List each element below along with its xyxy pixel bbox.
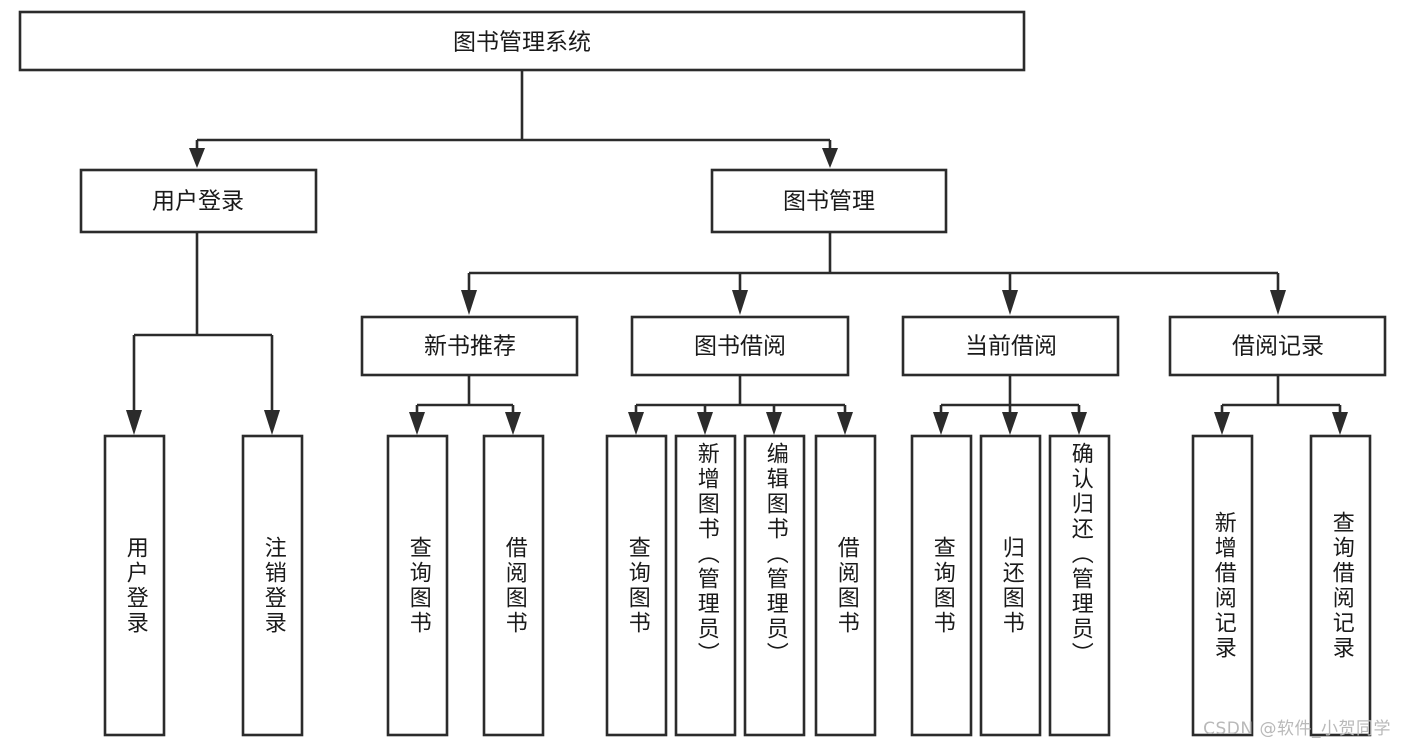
- node-box-leaf-confirm-return-admin[interactable]: [1048, 434, 1111, 737]
- node-box-leaf-query-book-1[interactable]: [386, 434, 449, 737]
- arrow-head-leaf-user-login: [126, 410, 142, 435]
- node-box-root[interactable]: [18, 10, 1026, 72]
- connector-layer: [126, 70, 1348, 435]
- node-label-user-login: 用户登录: [152, 189, 244, 215]
- node-label-borrow-record: 借阅记录: [1232, 334, 1324, 360]
- node-box-book-borrow[interactable]: [630, 315, 850, 377]
- node-box-user-login[interactable]: [79, 168, 318, 234]
- arrow-head-bookborrow-leaf-4: [837, 412, 853, 435]
- node-label-new-book-recommend: 新书推荐: [424, 334, 516, 360]
- node-label-book-borrow: 图书借阅: [694, 334, 786, 360]
- arrow-head-book-manage: [822, 148, 838, 168]
- node-layer: 图书管理系统 用户登录 图书管理 新书推荐 图书借阅 当前借阅 借阅记录: [18, 10, 1387, 737]
- node-box-leaf-borrow-book-1[interactable]: [482, 434, 545, 737]
- arrow-head-new-book: [461, 290, 477, 315]
- node-box-new-book-recommend[interactable]: [360, 315, 579, 377]
- arrow-head-book-borrow: [732, 290, 748, 315]
- arrow-head-bookborrow-leaf-3: [766, 412, 782, 435]
- node-box-leaf-borrow-book-2[interactable]: [814, 434, 877, 737]
- node-box-book-manage[interactable]: [710, 168, 948, 234]
- arrow-head-bookborrow-leaf-1: [628, 412, 644, 435]
- node-label-root: 图书管理系统: [453, 30, 591, 56]
- node-box-leaf-edit-book-admin[interactable]: [743, 434, 806, 737]
- arrow-head-bookborrow-leaf-2: [697, 412, 713, 435]
- arrow-head-current-borrow: [1002, 290, 1018, 315]
- node-box-leaf-query-borrow-record[interactable]: [1309, 434, 1372, 737]
- node-box-leaf-add-book-admin[interactable]: [674, 434, 737, 737]
- arrow-head-newbook-leaf-1: [409, 412, 425, 435]
- arrow-head-borrow-record: [1270, 290, 1286, 315]
- node-box-borrow-record[interactable]: [1168, 315, 1387, 377]
- arrow-head-user-login: [189, 148, 205, 168]
- arrow-head-currentborrow-leaf-3: [1071, 412, 1087, 435]
- arrow-head-leaf-logout: [264, 410, 280, 435]
- watermark-text: CSDN @软件_小贺同学: [1203, 719, 1391, 739]
- node-label-current-borrow: 当前借阅: [965, 334, 1057, 360]
- node-box-current-borrow[interactable]: [901, 315, 1120, 377]
- node-box-leaf-query-book-3[interactable]: [910, 434, 973, 737]
- arrow-head-borrowrecord-leaf-1: [1214, 412, 1230, 435]
- node-box-leaf-add-borrow-record[interactable]: [1191, 434, 1254, 737]
- node-box-leaf-logout[interactable]: [241, 434, 304, 737]
- node-box-leaf-query-book-2[interactable]: [605, 434, 668, 737]
- arrow-head-currentborrow-leaf-2: [1002, 412, 1018, 435]
- arrow-head-borrowrecord-leaf-2: [1332, 412, 1348, 435]
- node-box-leaf-user-login[interactable]: [103, 434, 166, 737]
- node-label-book-manage: 图书管理: [783, 189, 875, 215]
- node-box-leaf-return-book[interactable]: [979, 434, 1042, 737]
- arrow-head-newbook-leaf-2: [505, 412, 521, 435]
- arrow-head-currentborrow-leaf-1: [933, 412, 949, 435]
